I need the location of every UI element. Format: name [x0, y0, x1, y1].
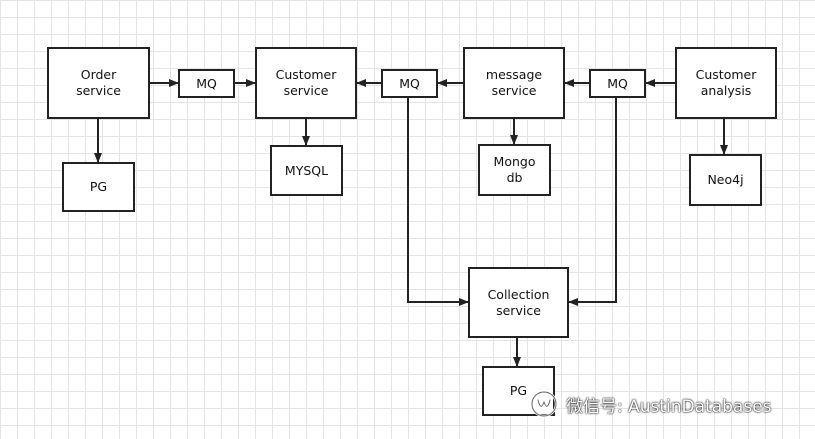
mq-3-label: MQ — [607, 75, 628, 91]
mq-2-label: MQ — [399, 75, 420, 91]
arrow-mq3-to-collection — [568, 98, 617, 306]
mq-box-2[interactable]: MQ — [381, 69, 438, 98]
mq-box-1[interactable]: MQ — [178, 69, 235, 98]
customer-service-label: Customer service — [275, 67, 337, 98]
customer-analysis-label: Customer analysis — [695, 67, 757, 98]
mq-1-label: MQ — [196, 75, 217, 91]
wechat-channel-icon — [530, 390, 558, 418]
message-service-box[interactable]: message service — [463, 47, 565, 119]
neo4j-box[interactable]: Neo4j — [689, 154, 762, 206]
collection-service-label: Collection service — [487, 286, 550, 318]
mongo-db-label: Mongo db — [493, 154, 536, 185]
pg-1-label: PG — [89, 179, 108, 194]
pg-2-label: PG — [509, 383, 528, 398]
customer-service-box[interactable]: Customer service — [255, 47, 357, 119]
customer-analysis-box[interactable]: Customer analysis — [675, 47, 777, 119]
mq-box-3[interactable]: MQ — [589, 69, 646, 98]
collection-service-box[interactable]: Collection service — [468, 267, 569, 338]
neo4j-label: Neo4j — [707, 172, 744, 187]
message-service-label: message service — [485, 67, 543, 98]
mysql-box[interactable]: MYSQL — [270, 145, 343, 196]
mysql-label: MYSQL — [284, 162, 329, 178]
arrow-mq2-to-collection — [407, 98, 469, 306]
order-service-box[interactable]: Order service — [47, 47, 150, 119]
pg-box-1[interactable]: PG — [62, 162, 135, 212]
order-service-label: Order service — [76, 67, 121, 98]
watermark: 微信号: AustinDatabases — [530, 390, 772, 418]
mongo-db-box[interactable]: Mongo db — [478, 144, 551, 196]
watermark-text: 微信号: AustinDatabases — [566, 396, 772, 417]
